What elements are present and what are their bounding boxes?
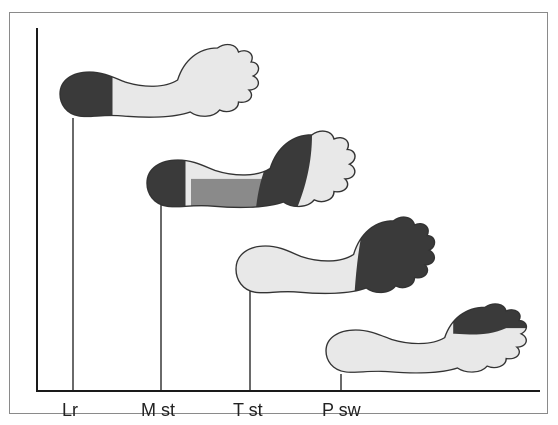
pressure-forefoot xyxy=(255,135,312,223)
pressure-forefoot-toes xyxy=(354,204,467,309)
phase-label-psw: P sw xyxy=(322,400,361,421)
phase-label-mst: M st xyxy=(141,400,175,421)
phase-label-tst: T st xyxy=(233,400,263,421)
foot-terminal-stance xyxy=(236,204,467,309)
foot-mid-stance xyxy=(142,118,356,223)
pressure-midfoot xyxy=(191,179,268,221)
phase-label-lr: Lr xyxy=(62,400,78,421)
foot-pre-swing xyxy=(326,292,558,373)
foot-loading-response xyxy=(55,32,259,132)
pressure-toes xyxy=(453,292,558,335)
